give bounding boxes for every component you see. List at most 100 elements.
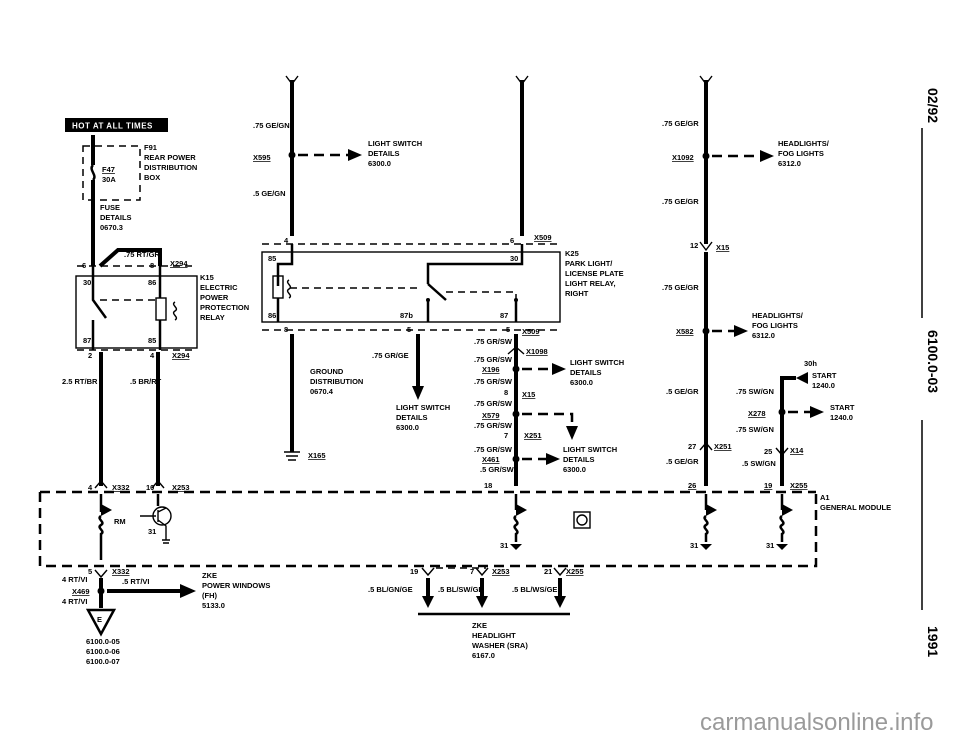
start-module-ground xyxy=(776,544,788,550)
center-pin8: 8 xyxy=(504,388,508,397)
right-pin19: 19 xyxy=(764,481,772,490)
k25-coil-in xyxy=(276,244,294,286)
center-c461: X461 xyxy=(482,455,500,464)
bl-zke-4: 5133.0 xyxy=(202,601,225,610)
k15-label-2: ELECTRIC xyxy=(200,283,238,292)
center-module-resistor xyxy=(513,514,519,542)
k25-label-4: LIGHT RELAY, xyxy=(565,279,616,288)
right-head1-1: HEADLIGHTS/ xyxy=(778,139,830,148)
start-wire xyxy=(780,376,796,486)
k25-pin-5b: 5 xyxy=(506,325,510,334)
right-c251: X251 xyxy=(714,442,732,451)
k25-87-link xyxy=(446,291,517,300)
center-ls-1: LIGHT SWITCH xyxy=(396,403,450,412)
fuse-name-line-3: BOX xyxy=(144,173,160,182)
x278-dot xyxy=(778,408,786,416)
watermark: carmanualsonline.info xyxy=(700,709,933,736)
fuse-details-1: FUSE xyxy=(100,203,120,212)
ground-label-1: GROUND xyxy=(310,367,344,376)
fuse-box-outline xyxy=(82,145,141,201)
bl-zke-3: (FH) xyxy=(202,591,217,600)
bc-pin7: 7 xyxy=(470,567,474,576)
ls-top-label-2: DETAILS xyxy=(368,149,400,158)
k25-pin-6: 6 xyxy=(510,236,514,245)
ground-label-3: 0670.4 xyxy=(310,387,334,396)
fuse-id-label: F47 xyxy=(102,165,115,174)
k25-label-3: LICENSE PLATE xyxy=(565,269,624,278)
bl-c332: X332 xyxy=(112,567,130,576)
center-ls-3: 6300.0 xyxy=(396,423,419,432)
right-pin12: 12 xyxy=(690,241,698,250)
start2-1: START xyxy=(830,403,855,412)
k25-pin-87: 87 xyxy=(500,311,508,320)
x1092-arrow xyxy=(760,150,774,162)
module-pin10: 10 xyxy=(146,483,154,492)
module-rm: RM xyxy=(114,517,126,526)
ls-top-label-1: LIGHT SWITCH xyxy=(368,139,422,148)
ls-top-wire1: .75 GE/GN xyxy=(253,121,290,130)
k25-pin-5a: 5 xyxy=(407,325,411,334)
module-g31a: 31 xyxy=(148,527,156,536)
fuse-name-line-1: REAR POWER xyxy=(144,153,196,162)
fuse-connector-label: F91 xyxy=(144,143,157,152)
right-c582: X582 xyxy=(676,327,694,336)
ground-symbol xyxy=(284,451,300,461)
bl-zke-2: POWER WINDOWS xyxy=(202,581,270,590)
k25-pin-85: 85 xyxy=(268,254,276,263)
center-pin18: 18 xyxy=(484,481,492,490)
bc-x255-chevron-a xyxy=(421,567,435,577)
x196-arrow xyxy=(552,363,566,375)
center-w4: .75 GR/SW xyxy=(474,377,513,386)
x14-chevron xyxy=(775,447,789,457)
center-ls-right-1: LIGHT SWITCH xyxy=(570,358,624,367)
k15-wire-in-label: .75 RT/GR xyxy=(124,250,160,259)
hot-at-all-times-label: HOT AT ALL TIMES xyxy=(72,122,153,131)
right-c255: X255 xyxy=(790,481,808,490)
side-year: 1991 xyxy=(925,626,941,657)
right-w1: .75 GE/GR xyxy=(662,119,699,128)
fuse-symbol xyxy=(90,164,96,181)
module-g31c: 31 xyxy=(690,541,698,550)
bc-zke-4: 6167.0 xyxy=(472,651,495,660)
k25-pin-86: 86 xyxy=(268,311,276,320)
k15-pin-4: 4 xyxy=(150,351,155,360)
bc-c253: X253 xyxy=(492,567,510,576)
right-c1092: X1092 xyxy=(672,153,694,162)
center-c579: X579 xyxy=(482,411,500,420)
start1-arrow xyxy=(796,372,808,384)
ls-top-connector-dot xyxy=(288,151,296,159)
bl-ref-2: 6100.0-06 xyxy=(86,647,120,656)
right-pin26: 26 xyxy=(688,481,696,490)
right-w6: .75 SW/GN xyxy=(736,387,774,396)
center-c196: X196 xyxy=(482,365,500,374)
right-w8: .5 SW/GN xyxy=(742,459,776,468)
bl-pin5: 5 xyxy=(88,567,92,576)
right-w2: .75 GE/GR xyxy=(662,197,699,206)
bc-x253-chevron xyxy=(475,567,489,577)
k25-label-2: PARK LIGHT/ xyxy=(565,259,613,268)
ground-e-letter: E xyxy=(97,615,102,624)
right-module-ground xyxy=(700,544,712,550)
bc-w1: .5 BL/GN/GE xyxy=(368,585,413,594)
k15-label-3: POWER xyxy=(200,293,229,302)
x579-arrow xyxy=(566,426,578,440)
k15-pin-6: 6 xyxy=(82,261,86,270)
gr-ge-arrow xyxy=(412,386,424,400)
right-module-resistor xyxy=(703,514,709,542)
x15-right-chevron xyxy=(699,241,713,252)
bc-zke-2: HEADLIGHT xyxy=(472,631,516,640)
x582-dot xyxy=(702,327,710,335)
bl-w1: 4 RT/VI xyxy=(62,575,87,584)
module-border xyxy=(38,492,818,568)
bl-x332-chevron xyxy=(94,569,108,579)
module-g31b: 31 xyxy=(500,541,508,550)
bc-zke-3: WASHER (SRA) xyxy=(472,641,528,650)
bl-ref-3: 6100.0-07 xyxy=(86,657,120,666)
module-c332: X332 xyxy=(112,483,130,492)
k25-common-wire xyxy=(426,244,524,284)
right-w7: .75 SW/GN xyxy=(736,425,774,434)
k25-label-5: RIGHT xyxy=(565,289,589,298)
module-c253: X253 xyxy=(172,483,190,492)
right-module-arrow xyxy=(706,504,717,516)
center-ls-right-3: 6300.0 xyxy=(570,378,593,387)
